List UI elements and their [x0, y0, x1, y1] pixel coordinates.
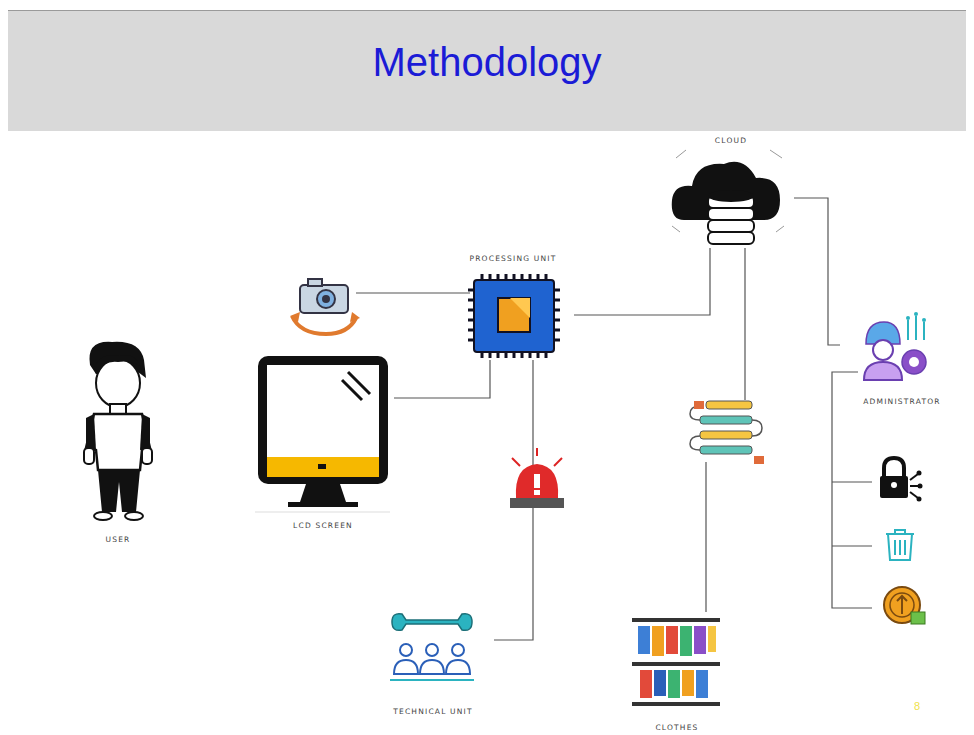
admin-branches	[832, 372, 872, 608]
node-label: CLOTHES	[653, 723, 700, 732]
clothes-node: CLOTHES	[624, 612, 730, 732]
alarm-icon	[510, 448, 564, 508]
node-label: CLOUD	[713, 136, 749, 145]
node-label: USER	[103, 535, 132, 544]
page-number: 8	[914, 700, 920, 712]
technical-icon	[390, 614, 474, 680]
clothes-rack-icon	[632, 618, 720, 706]
connector	[574, 248, 710, 315]
cloud-node: CLOUD	[668, 136, 794, 248]
camera-icon	[290, 279, 360, 334]
administrator-node: ADMINISTRATOR	[840, 312, 964, 406]
lcd-screen-node: LCD SCREEN	[252, 352, 394, 530]
cloud-database-icon	[672, 150, 784, 244]
connector	[394, 360, 490, 398]
coin-icon	[884, 587, 925, 624]
node-label: LCD SCREEN	[291, 521, 355, 530]
page-title: Methodology	[8, 40, 966, 85]
user-node: USER	[70, 338, 166, 544]
connector-line	[394, 360, 490, 398]
trash-icon	[886, 530, 914, 560]
flowchart-icon	[690, 400, 764, 464]
technical-unit-node: TECHNICAL UNIT	[372, 606, 494, 716]
chip-icon	[468, 274, 560, 358]
user-figure	[84, 342, 152, 520]
connector	[794, 198, 840, 345]
monitor-icon	[255, 356, 390, 512]
node-label: ADMINISTRATOR	[861, 397, 943, 406]
wire	[356, 292, 470, 293]
connector-line	[574, 248, 710, 315]
administrator-icon	[864, 312, 926, 380]
lock-icon	[880, 458, 923, 502]
node-label: TECHNICAL UNIT	[391, 707, 475, 716]
connector-line	[794, 198, 840, 345]
processing-unit-node: PROCESSING UNIT	[452, 254, 574, 360]
node-label: PROCESSING UNIT	[467, 254, 558, 263]
